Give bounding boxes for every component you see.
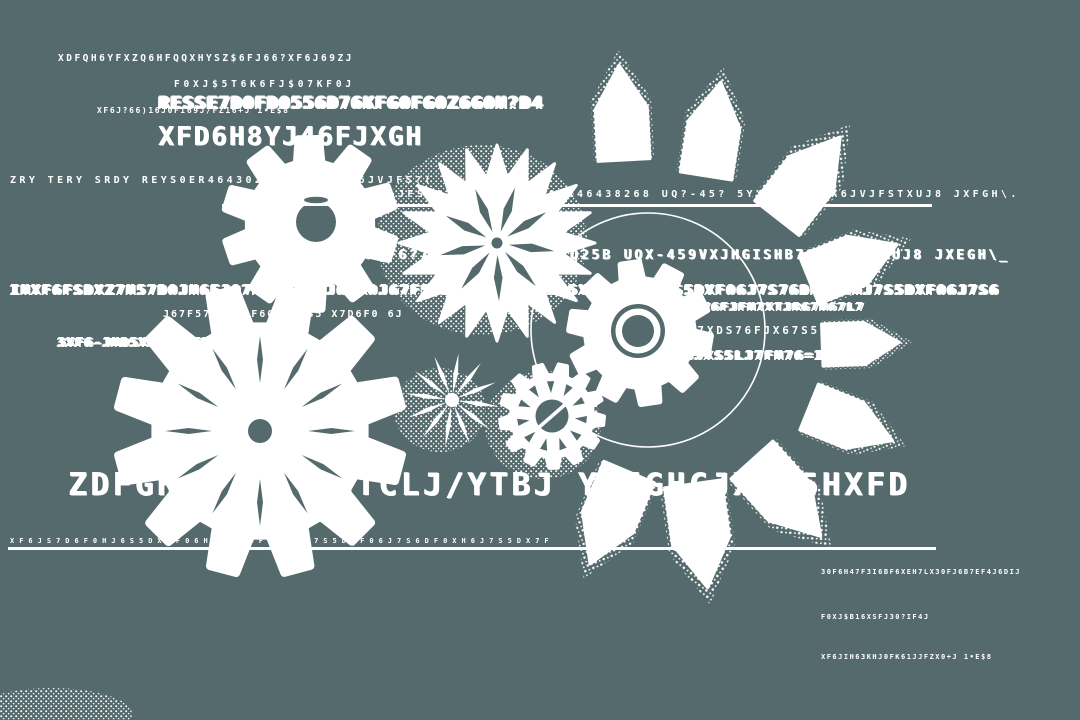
gear-notch: [572, 396, 585, 406]
gear-spoke: [212, 348, 236, 390]
starburst-icon: [454, 405, 470, 444]
gear-spoke: [308, 428, 355, 434]
gear-spoke: [508, 243, 555, 253]
gear-spoke: [461, 252, 490, 289]
flower-petal-icon: [753, 135, 842, 237]
flower-petal-icon: [798, 382, 895, 450]
flower-petal-icon: [797, 234, 899, 306]
starburst-icon: [445, 393, 459, 407]
flower-petal-icon: [820, 320, 902, 368]
body-right-line-2: 67XDS76FJX67S5: [688, 324, 820, 337]
gear-notch: [574, 416, 587, 424]
starburst-icon: [455, 363, 481, 396]
gear-spoke: [284, 472, 308, 514]
gear-spoke: [440, 245, 486, 256]
gear-hub-slot: [304, 196, 328, 204]
gear-spoke: [284, 348, 308, 390]
gear-notch: [529, 385, 539, 398]
gear-spoke: [507, 212, 547, 237]
header-line-1: XDFQH6YFXZQ6HFQQXHYSZ$6FJ66?XF6J69ZJ: [58, 53, 354, 64]
gear-spoke: [301, 455, 343, 479]
flower-petal-icon: [593, 63, 652, 163]
starburst-icon: [457, 382, 496, 398]
header-line-3: RESSE7D0FD0556D76KFG0FG0Z6G0H?D4: [158, 93, 544, 113]
starburst-icon: [457, 400, 499, 407]
gear-spoke: [165, 428, 212, 434]
starburst-icon: [452, 353, 459, 395]
gear-spoke: [500, 187, 515, 232]
starburst-icon: [423, 404, 449, 437]
header-line-4: XF6J?66)16J0FI69J/FZ16+J 1•E$8: [97, 106, 290, 115]
starburst-icon: [408, 402, 447, 418]
gear-hub-hole: [296, 202, 336, 242]
gear-spoke: [445, 215, 487, 238]
footer-line-2: F0XJ$B16XSFJ30?IF4J: [821, 613, 930, 621]
starburst-icon: [445, 405, 452, 447]
circle-outline-icon: [530, 212, 766, 448]
gear-spoke: [177, 455, 219, 479]
page-title: XFD6H8YJ46FJXGH: [158, 122, 423, 152]
gear-hub-slash: [535, 400, 570, 431]
starburst-icon: [405, 393, 447, 400]
starburst-icon: [415, 371, 448, 397]
flower-petal-icon: [663, 478, 731, 590]
gear-notch: [569, 430, 582, 441]
gear-notch: [563, 384, 573, 397]
starburst-icon: [456, 403, 489, 429]
gear-spoke: [505, 251, 536, 287]
flower-petal-icon: [678, 80, 742, 182]
gear-notch: [540, 438, 548, 451]
footer-line-3: XF6JIH63KHJ0FK61JJFZX0+J 1•E$8: [821, 653, 993, 661]
gear-spoke: [177, 383, 219, 407]
gear-hub-hole: [491, 237, 503, 249]
halftone-texture: [0, 688, 132, 720]
header-line-2: F0XJ$5T6K6FJ$07KF0J: [174, 79, 355, 90]
gear-notch: [517, 418, 530, 426]
gear-spoke: [493, 255, 503, 301]
gear-hub-hole: [248, 419, 272, 443]
body-right-line-1: XG76FJFH7XTJRG7H67L7: [684, 300, 865, 313]
gear-spoke: [257, 479, 263, 526]
footer-line-1: 30F6H47F3I6BF6XEH7LX30FJ6B7EF4J6DIJ: [821, 568, 1022, 576]
halftone-texture: [394, 368, 486, 452]
flower-petal-icon: [580, 459, 656, 566]
gear-notch: [559, 437, 567, 451]
flower-petal-icon: [729, 439, 823, 538]
gear-notch: [546, 381, 555, 393]
gear-notch: [518, 399, 531, 408]
gear-notch: [524, 431, 536, 443]
gear-hub-hole: [622, 315, 654, 347]
gear-spoke: [301, 383, 343, 407]
gear-spoke: [475, 189, 493, 232]
gear-spoke: [257, 336, 263, 383]
gear-spoke: [212, 472, 236, 514]
starburst-icon: [434, 356, 450, 395]
rule-line-bottom: [8, 547, 936, 550]
